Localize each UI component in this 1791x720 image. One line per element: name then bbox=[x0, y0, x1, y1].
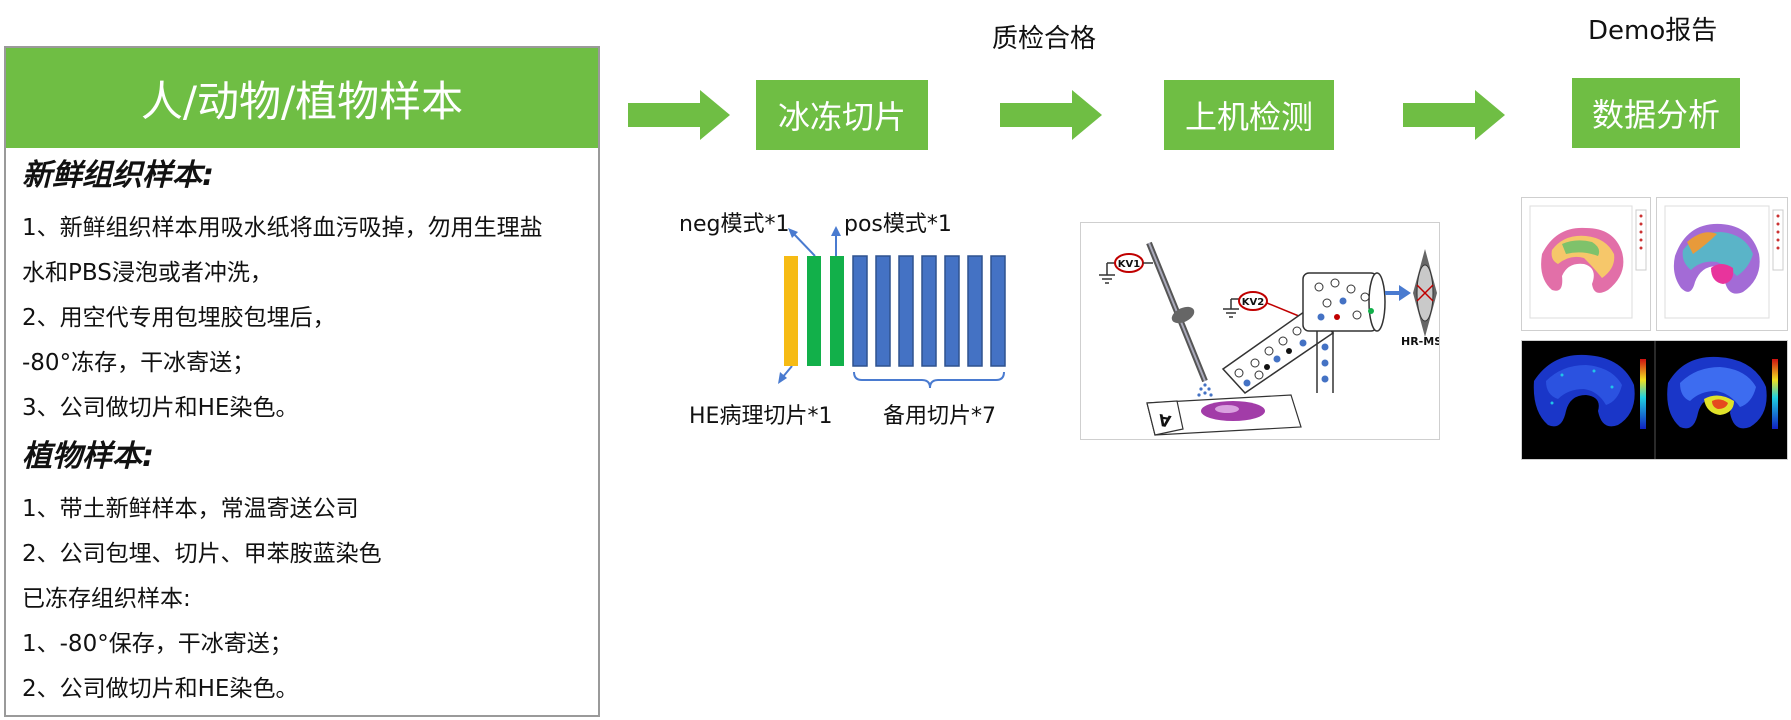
slice-spare-6 bbox=[967, 255, 983, 367]
pos-mode-label: pos模式*1 bbox=[844, 212, 952, 237]
step-instrument-detection: 上机检测 bbox=[1164, 80, 1334, 150]
slice-pos bbox=[830, 256, 844, 366]
frozen-heading: 已冻存组织样本: bbox=[22, 586, 191, 612]
slice-spare-2 bbox=[875, 255, 891, 367]
he-slice-label: HE病理切片*1 bbox=[689, 404, 833, 429]
slice-he bbox=[784, 256, 798, 366]
fresh-line-2: 水和PBS浸泡或者冲洗， bbox=[22, 260, 273, 286]
slice-spare-5 bbox=[944, 255, 960, 367]
slice-diagram bbox=[778, 226, 1006, 389]
plant-heading: 植物样本: bbox=[22, 439, 154, 474]
fresh-line-1: 1、新鲜组织样本用吸水纸将血污吸掉，勿用生理盐 bbox=[22, 215, 543, 241]
step-cryosection: 冰冻切片 bbox=[756, 80, 928, 150]
frozen-line-1: 1、-80°保存，干冰寄送； bbox=[22, 631, 293, 657]
frozen-line-2: 2、公司做切片和HE染色。 bbox=[22, 676, 299, 702]
cluster-map-thumbnail-1 bbox=[1521, 197, 1651, 331]
slice-spare-3 bbox=[898, 255, 914, 367]
kv1-label: KV1 bbox=[1118, 259, 1140, 270]
spare-slice-label: 备用切片*7 bbox=[883, 404, 996, 429]
flow-arrow-2-icon bbox=[1000, 90, 1102, 140]
instrument-illustration: KV1 A KV2 bbox=[1080, 222, 1440, 440]
kv2-label: KV2 bbox=[1242, 297, 1264, 308]
fresh-heading: 新鲜组织样本: bbox=[22, 158, 214, 193]
flow-arrow-3-icon bbox=[1403, 90, 1505, 140]
fresh-line-3: 2、用空代专用包埋胶包埋后， bbox=[22, 305, 336, 331]
label-demo-report: Demo报告 bbox=[1588, 16, 1718, 46]
plant-line-1: 1、带土新鲜样本，常温寄送公司 bbox=[22, 496, 359, 522]
slice-spare-1 bbox=[852, 255, 868, 367]
sample-panel: 人/动物/植物样本 新鲜组织样本: 1、新鲜组织样本用吸水纸将血污吸掉，勿用生理… bbox=[4, 46, 600, 717]
neg-mode-label: neg模式*1 bbox=[679, 212, 790, 237]
label-qc-pass: 质检合格 bbox=[992, 24, 1097, 54]
cluster-map-thumbnail-2 bbox=[1656, 197, 1788, 331]
slice-spare-7 bbox=[990, 255, 1006, 367]
slice-spare-4 bbox=[921, 255, 937, 367]
step-data-analysis: 数据分析 bbox=[1572, 78, 1740, 148]
ion-image-thumbnail bbox=[1521, 340, 1788, 460]
hrms-label: HR-MS bbox=[1401, 335, 1439, 348]
panel-title: 人/动物/植物样本 bbox=[6, 48, 598, 148]
panel-body: 新鲜组织样本: 1、新鲜组织样本用吸水纸将血污吸掉，勿用生理盐 水和PBS浸泡或… bbox=[22, 150, 592, 712]
fresh-line-5: 3、公司做切片和HE染色。 bbox=[22, 395, 299, 421]
slice-neg bbox=[807, 256, 821, 366]
fresh-line-4: -80°冻存，干冰寄送； bbox=[22, 350, 256, 376]
plant-line-2: 2、公司包埋、切片、甲苯胺蓝染色 bbox=[22, 541, 382, 567]
slide-letter: A bbox=[1156, 410, 1172, 431]
flow-arrow-1-icon bbox=[628, 90, 730, 140]
